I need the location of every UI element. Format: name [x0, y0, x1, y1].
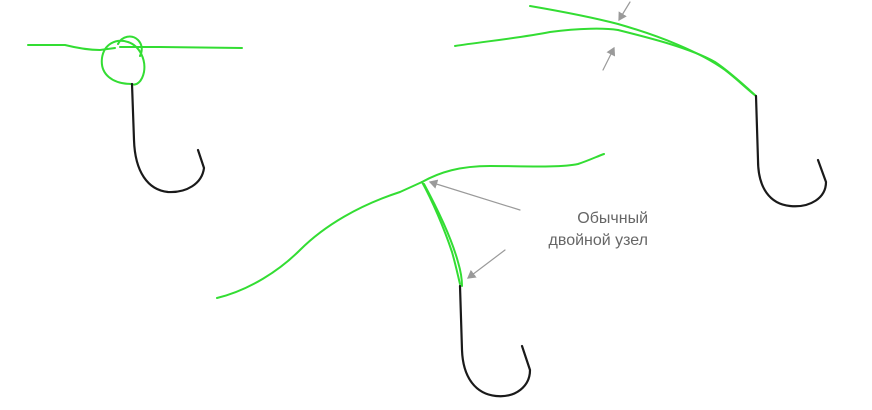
double-knot-label: Обычный двойной узел [498, 208, 648, 252]
label-line-2: двойной узел [548, 232, 648, 249]
main-line-strand [454, 27, 619, 47]
main-line-right [119, 46, 243, 49]
figure-loop-knot [27, 35, 243, 194]
figure-double-knot [216, 153, 605, 398]
dropper-strand-a [421, 181, 461, 285]
figure-snell-right [454, 1, 828, 208]
label-line-1: Обычный [577, 210, 648, 227]
dropper-strand-b [423, 183, 463, 287]
main-line-long [216, 181, 423, 299]
main-line-left [27, 44, 116, 51]
knot-loop [100, 39, 146, 86]
main-line-tail [421, 153, 605, 183]
pointer-arrow-bottom [602, 46, 616, 71]
pointer-arrow-strand [467, 249, 506, 279]
knot-loop-inner [117, 35, 143, 57]
hook-2 [754, 94, 828, 208]
double-line-upper [529, 5, 757, 97]
pointer-arrow-top [618, 1, 631, 22]
hook-3 [458, 284, 532, 398]
double-line-lower [617, 29, 757, 97]
hook-1 [130, 82, 206, 194]
pointer-arrow-knot [428, 179, 521, 211]
